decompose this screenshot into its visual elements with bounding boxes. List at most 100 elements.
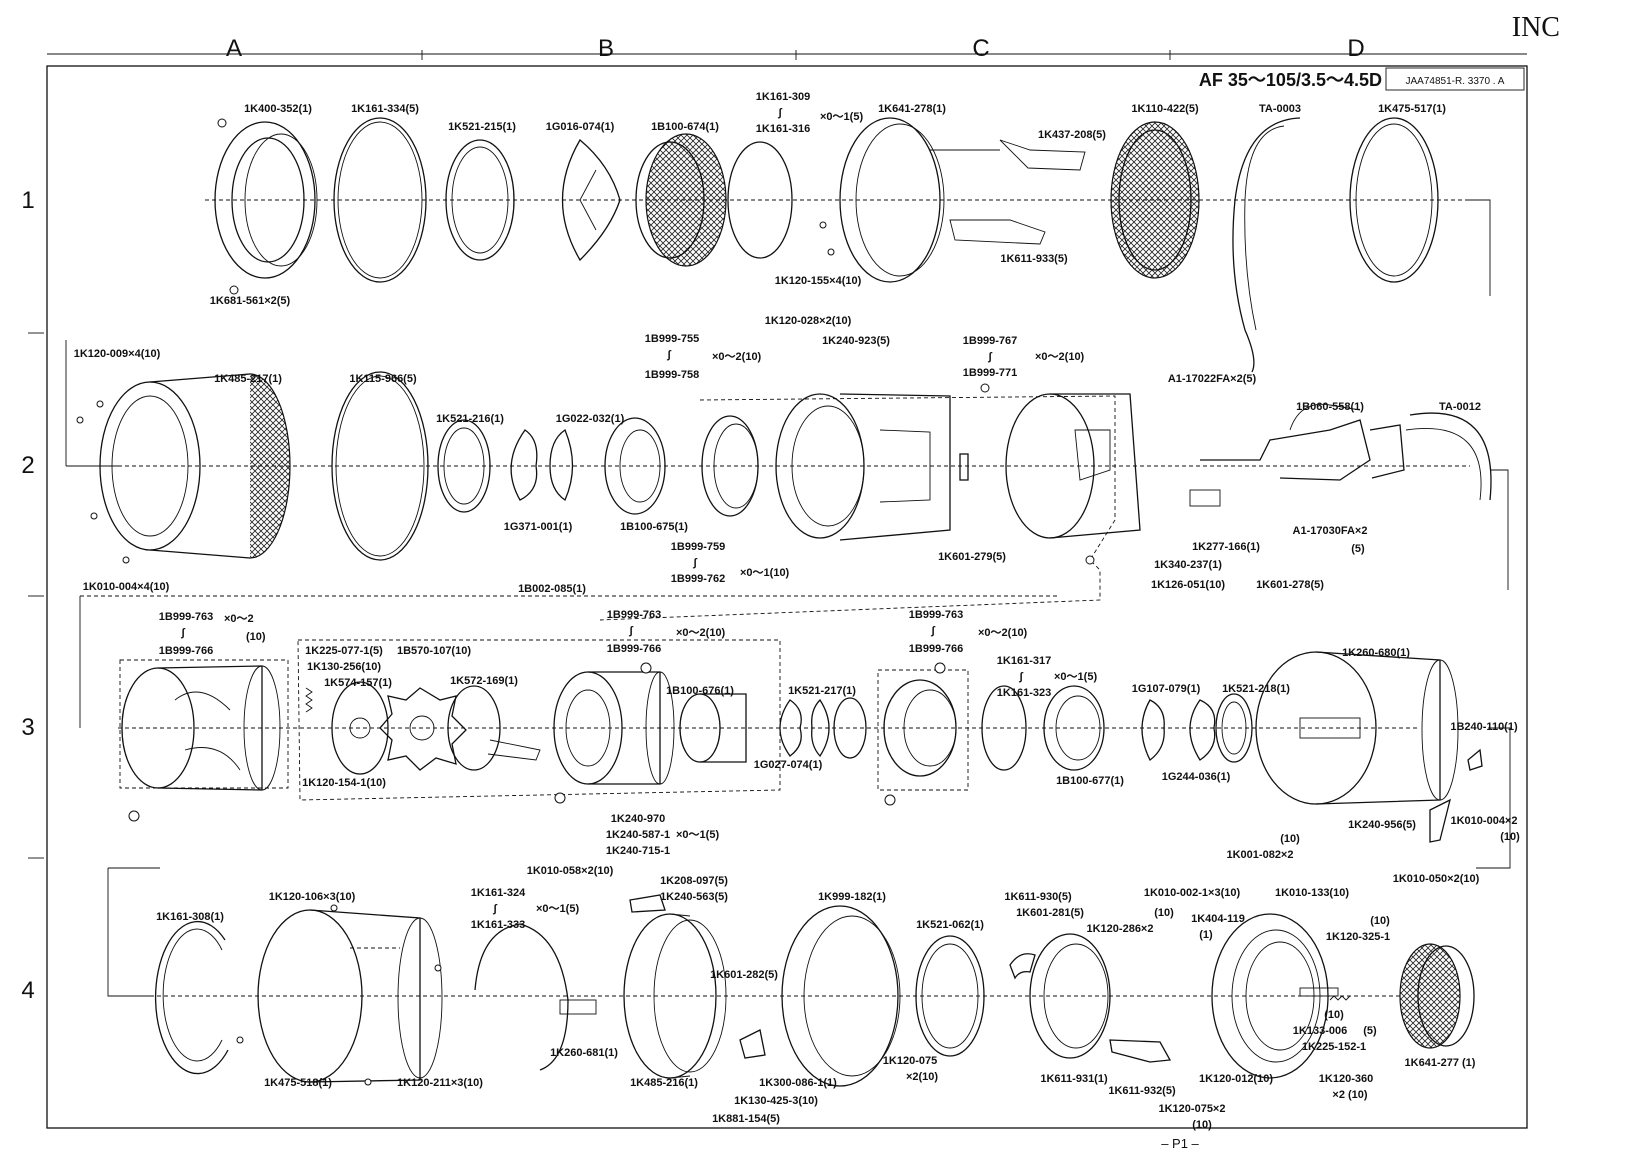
row-label-1: 1 [21,187,34,214]
part-label: 1K161-323 [997,687,1051,699]
part-label: 1B060-558(1) [1296,401,1364,413]
part-label: 1K120-075 [883,1055,937,1067]
part-label: 1K161-316 [756,123,810,135]
part-label: 1K120-154-1(10) [302,777,386,789]
drawing-code: JAA74851-R. 3370 . A [1406,76,1505,87]
part-label: 1K120-360 [1319,1073,1373,1085]
part-label: 1K572-169(1) [450,675,518,687]
part-label: 1K611-933(5) [1000,253,1068,265]
column-label-b: B [598,35,614,62]
part-label: 1B002-085(1) [518,583,586,595]
part-label: 1K475-518(1) [264,1077,332,1089]
part-label: ∫ [628,625,633,637]
part-label: A1-17022FA×2(5) [1168,373,1257,385]
part-label: 1K641-278(1) [878,103,946,115]
page-number: – P1 – [1161,1136,1199,1151]
column-label-c: C [972,35,989,62]
part-label: 1K120-325-1 [1326,931,1390,943]
part-label: 1B570-107(10) [397,645,471,657]
part-label: (10) [1154,907,1174,919]
frame [28,50,1528,1129]
part-label: ×0～2(10) [712,351,762,363]
part-label: ∫ [180,627,185,639]
row-1-drawings [205,117,1491,373]
part-label: 1K120-155×4(10) [775,275,862,287]
part-label: 1B999-771 [963,367,1017,379]
row-2-drawings [65,340,1509,621]
part-label: 1B999-763 [909,609,963,621]
part-label: 1K120-028×2(10) [765,315,852,327]
part-label: 1K521-062(1) [916,919,984,931]
part-label: 1K485-216(1) [630,1077,698,1089]
part-label: 1B999-767 [963,335,1017,347]
part-label: ∫ [1018,671,1023,683]
part-label: 1K611-931(1) [1040,1073,1108,1085]
row-label-4: 4 [21,977,34,1004]
part-label: 1K601-279(5) [938,551,1006,563]
part-label: 1K240-923(5) [822,335,890,347]
part-label: 1B999-763 [159,611,213,623]
part-label: 1K110-422(5) [1131,103,1199,115]
part-label: 1K010-002-1×3(10) [1144,887,1241,899]
part-label: 1B999-759 [671,541,725,553]
part-label: ×0～2 [224,613,254,625]
part-label: 1K437-208(5) [1038,129,1106,141]
part-label: ×2(10) [906,1071,938,1083]
part-label: ×0～1(5) [536,903,579,915]
part-label: ×0～2(10) [978,627,1028,639]
part-label: 1B100-677(1) [1056,775,1124,787]
part-label: 1K115-966(5) [349,373,417,385]
part-label: 1K010-058×2(10) [527,865,614,877]
part-label: 1K240-715-1 [606,845,670,857]
model-title: AF 35～105/3.5～4.5D [1199,70,1382,90]
part-label: 1K133-006 [1293,1025,1347,1037]
part-label: (10) [1370,915,1390,927]
part-label: 1K130-256(10) [307,661,381,673]
part-label: 1B999-766 [607,643,661,655]
part-label: 1K601-281(5) [1016,907,1084,919]
part-label: 1B100-676(1) [666,685,734,697]
part-label: 1K240-970 [611,813,665,825]
part-label: 1K300-086-1(1) [759,1077,837,1089]
part-label: 1K601-282(5) [710,969,778,981]
part-label: ∫ [930,625,935,637]
part-label: 1K521-217(1) [788,685,856,697]
part-label: 1K010-050×2(10) [1393,873,1480,885]
part-label: 1K161-333 [471,919,525,931]
part-label: 1K120-075×2 [1159,1103,1226,1115]
column-label-d: D [1347,35,1364,62]
part-label: ×0～1(10) [740,567,790,579]
part-label: 1K521-218(1) [1222,683,1290,695]
part-label: ×0～1(5) [820,111,863,123]
row-label-2: 2 [21,452,34,479]
part-label: 1G027-074(1) [754,759,823,771]
part-label: 1K681-561×2(5) [210,295,291,307]
part-label: 1B100-674(1) [651,121,719,133]
part-label: 1K240-563(5) [660,891,728,903]
row-label-3: 3 [21,714,34,741]
part-label: 1K161-334(5) [351,103,419,115]
part-label: 1K475-517(1) [1378,103,1446,115]
part-label: 1K999-182(1) [818,891,886,903]
part-label: 1K161-317 [997,655,1051,667]
part-label: 1K611-932(5) [1108,1085,1176,1097]
part-label: 1K240-587-1 [606,829,670,841]
part-label: 1B999-763 [607,609,661,621]
part-label: ×2 (10) [1332,1089,1367,1101]
part-label: 1G244-036(1) [1162,771,1231,783]
part-label: 1K400-352(1) [244,103,312,115]
row-3-drawings [79,595,1511,869]
part-labels: 1K400-352(1) 1K681-561×2(5) 1K161-334(5)… [74,91,1520,1131]
part-label: TA-0012 [1439,401,1481,413]
part-label: ×0～2(10) [1035,351,1085,363]
part-label: 1K010-004×2 [1451,815,1518,827]
part-label: 1B999-762 [671,573,725,585]
part-label: ∫ [692,557,697,569]
part-label: 1K260-680(1) [1342,647,1410,659]
part-label: 1K130-425-3(10) [734,1095,818,1107]
part-label: ∫ [987,351,992,363]
part-label: 1K521-216(1) [436,413,504,425]
part-label: ∫ [777,107,782,119]
part-label: 1K601-278(5) [1256,579,1324,591]
part-label: 1K208-097(5) [660,875,728,887]
